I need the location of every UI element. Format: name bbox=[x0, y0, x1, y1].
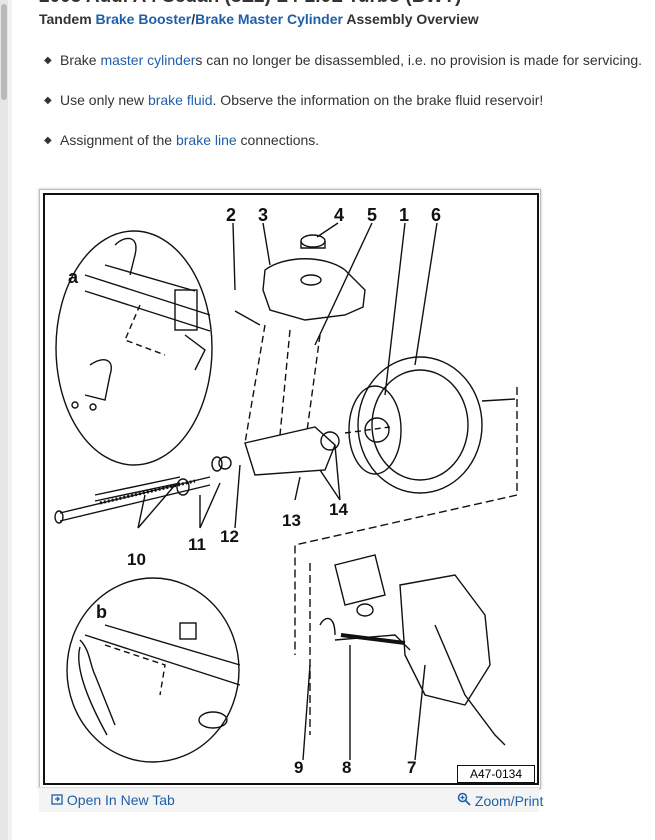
callout-13: 13 bbox=[282, 511, 301, 530]
callout-a: a bbox=[68, 267, 79, 287]
bullet-diamond-icon: ◆ bbox=[44, 95, 52, 106]
open-in-new-tab-button[interactable]: Open In New Tab bbox=[51, 792, 175, 808]
brake-booster-link[interactable]: Brake Booster bbox=[95, 11, 192, 27]
bullet-diamond-icon: ◆ bbox=[44, 135, 52, 146]
callout-14: 14 bbox=[329, 500, 348, 519]
exploded-diagram: 2 3 4 5 1 6 a b 10 11 12 13 14 9 8 7 A47… bbox=[43, 193, 539, 785]
master-cylinder-link[interactable]: master cylinder bbox=[100, 52, 196, 68]
callout-12: 12 bbox=[220, 527, 239, 546]
bullet-text: Assignment of the bbox=[60, 132, 176, 148]
bullet-text: Brake bbox=[60, 52, 101, 68]
page-title: 2005 Audi A4 Sedan (8E2) L4-2.0L Turbo (… bbox=[39, 0, 461, 8]
figure-toolbar: Open In New Tab Zoom/Print bbox=[39, 787, 543, 812]
callout-6: 6 bbox=[431, 205, 441, 225]
brake-assembly-drawing: 2 3 4 5 1 6 a b 10 11 12 13 14 9 8 7 bbox=[54, 205, 518, 777]
callout-b: b bbox=[96, 602, 107, 622]
brake-booster-shape bbox=[357, 356, 483, 494]
bullet-text: s can no longer be disassembled, i.e. no… bbox=[195, 52, 643, 68]
subtitle-separator: / bbox=[191, 11, 196, 27]
magnifier-icon bbox=[457, 792, 471, 809]
callout-8: 8 bbox=[342, 758, 351, 777]
detail-a-circle bbox=[55, 230, 213, 466]
callout-5: 5 bbox=[367, 205, 377, 225]
zoom-print-label: Zoom/Print bbox=[474, 793, 544, 809]
scrollbar-thumb[interactable] bbox=[1, 4, 7, 100]
bullet-text: Use only new bbox=[60, 92, 148, 108]
bullet-diamond-icon: ◆ bbox=[44, 55, 52, 66]
bullet-item-2: ◆ Use only new brake fluid. Observe the i… bbox=[44, 92, 543, 108]
bullet-item-3: ◆ Assignment of the brake line connection… bbox=[44, 132, 319, 148]
master-cylinder-shape bbox=[244, 426, 336, 476]
open-new-tab-icon bbox=[51, 792, 63, 808]
bullet-item-1: ◆ Brake master cylinders can no longer be… bbox=[44, 52, 642, 68]
bullet-text: . Observe the information on the brake f… bbox=[212, 92, 544, 108]
page-subtitle: Tandem Brake Booster/Brake Master Cylind… bbox=[39, 11, 479, 27]
brake-fluid-link[interactable]: brake fluid bbox=[147, 92, 213, 108]
vertical-scrollbar[interactable] bbox=[0, 0, 8, 840]
callout-1: 1 bbox=[399, 205, 409, 225]
figure-container[interactable]: 2 3 4 5 1 6 a b 10 11 12 13 14 9 8 7 A47… bbox=[39, 189, 541, 789]
content-area: 2005 Audi A4 Sedan (8E2) L4-2.0L Turbo (… bbox=[12, 0, 655, 840]
open-in-new-tab-label: Open In New Tab bbox=[66, 792, 175, 808]
detail-b-circle bbox=[66, 577, 240, 763]
callout-2: 2 bbox=[226, 205, 236, 225]
callout-9: 9 bbox=[294, 758, 303, 777]
subtitle-suffix: Assembly Overview bbox=[342, 11, 479, 27]
reservoir-shape bbox=[262, 258, 366, 321]
callout-4: 4 bbox=[334, 205, 344, 225]
brake-master-cylinder-link[interactable]: Brake Master Cylinder bbox=[195, 11, 343, 27]
zoom-print-button[interactable]: Zoom/Print bbox=[457, 792, 543, 809]
pedal-bracket bbox=[334, 554, 386, 606]
figure-id-label: A47-0134 bbox=[457, 765, 535, 783]
subtitle-prefix: Tandem bbox=[39, 11, 96, 27]
callout-10: 10 bbox=[127, 550, 146, 569]
bullet-text: connections. bbox=[236, 132, 320, 148]
callout-7: 7 bbox=[407, 758, 416, 777]
brake-line-link[interactable]: brake line bbox=[175, 132, 237, 148]
callout-3: 3 bbox=[258, 205, 268, 225]
callout-11: 11 bbox=[188, 535, 206, 554]
